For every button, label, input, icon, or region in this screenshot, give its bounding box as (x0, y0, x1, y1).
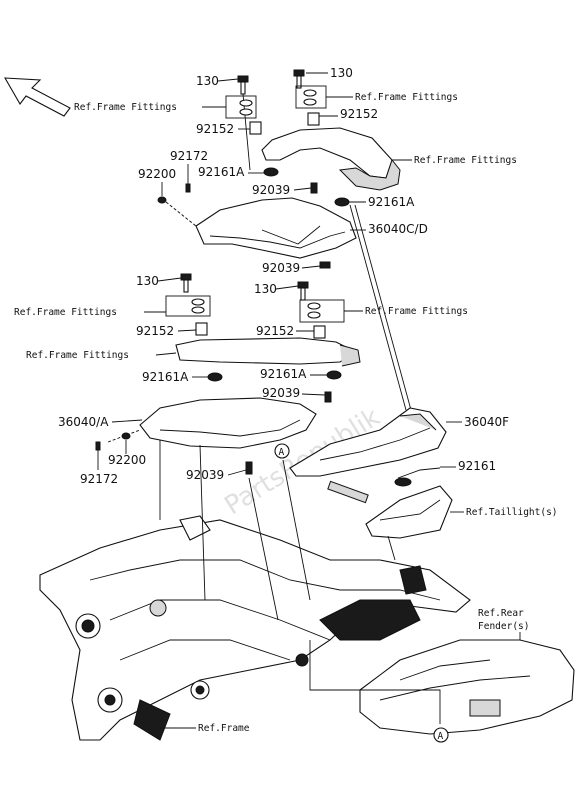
label-92200-top: 92200 (138, 167, 176, 181)
label-36040cd: 36040C/D (368, 222, 428, 236)
spacer-92152-top-right (307, 112, 320, 126)
label-ref-frame-fittings-5: Ref.Frame Fittings (365, 306, 468, 317)
spacer-92152-top-left (249, 121, 262, 135)
cover-36040f (289, 407, 447, 477)
clip-92039-bottom (245, 461, 253, 475)
label-92152-mid-right: 92152 (256, 324, 294, 338)
grab-rail-top (261, 127, 401, 191)
washer-group-mid-left (165, 295, 211, 317)
washer-group-mid-right (299, 299, 345, 323)
label-ref-frame-fittings-6: Ref.Frame Fittings (26, 350, 129, 361)
label-ref-taillight: Ref.Taillight(s) (466, 507, 558, 518)
label-92152-mid-left: 92152 (136, 324, 174, 338)
label-92161a-top-left: 92161A (198, 165, 245, 179)
clip-92039-mid (319, 261, 331, 269)
bolt-130-mid-right (297, 281, 309, 301)
label-130-mid-right: 130 (254, 282, 277, 296)
damper-92161a-top-left (263, 167, 279, 177)
label-36040a: 36040/A (58, 415, 109, 429)
label-92152-top-left: 92152 (196, 122, 234, 136)
label-ref-frame-fittings-4: Ref.Frame Fittings (14, 307, 117, 318)
callout-a-upper: A (274, 443, 290, 459)
label-92039-mid: 92039 (262, 261, 300, 275)
grab-rail-mid (175, 337, 361, 367)
label-92039-bottom: 92039 (186, 468, 224, 482)
front-direction-arrow-icon (4, 77, 71, 117)
label-ref-frame: Ref.Frame (198, 723, 250, 734)
clip-92039-mid2 (324, 391, 332, 403)
label-130-mid-left: 130 (136, 274, 159, 288)
label-92161a-top-right: 92161A (368, 195, 415, 209)
label-92152-top-right: 92152 (340, 107, 378, 121)
rear-fender-ref (359, 639, 575, 735)
label-130-top-left: 130 (196, 74, 219, 88)
label-ref-frame-fittings-3: Ref.Frame Fittings (414, 155, 517, 166)
clip-92039-top (310, 182, 318, 194)
label-ref-frame-fittings-1: Ref.Frame Fittings (74, 102, 177, 113)
frame-ref (39, 515, 471, 741)
label-ref-frame-fittings-2: Ref.Frame Fittings (355, 92, 458, 103)
label-92039-top: 92039 (252, 183, 290, 197)
label-92039-mid2: 92039 (262, 386, 300, 400)
washer-group-top-left (225, 95, 257, 119)
spacer-92152-mid-right (313, 325, 326, 339)
label-92172-top: 92172 (170, 149, 208, 163)
bolt-130-top-left (237, 75, 249, 95)
spacer-92152-mid-left (195, 322, 208, 336)
callout-a-lower: A (433, 727, 449, 743)
label-92161-rear: 92161 (458, 459, 496, 473)
label-92200-bottom: 92200 (108, 453, 146, 467)
cover-36040cd (195, 197, 357, 259)
damper-92161-rear (394, 477, 412, 487)
label-ref-rear-2: Fender(s) (478, 621, 529, 632)
label-92172-bottom: 92172 (80, 472, 118, 486)
taillight-ref (327, 480, 453, 539)
cover-36040a (139, 397, 317, 449)
bolt-130-mid-left (180, 273, 192, 293)
svg-text:A: A (438, 731, 444, 742)
damper-92161a-mid-left (207, 372, 223, 382)
damper-92161a-top-right (334, 197, 350, 207)
damper-92161a-mid-right (326, 370, 342, 380)
label-ref-rear-1: Ref.Rear (478, 608, 524, 619)
label-92161a-mid-right: 92161A (260, 367, 307, 381)
svg-text:A: A (279, 447, 285, 458)
label-36040f: 36040F (464, 415, 509, 429)
label-130-top-right: 130 (330, 66, 353, 80)
bolt-130-top-right (293, 69, 305, 89)
label-92161a-mid-left: 92161A (142, 370, 189, 384)
